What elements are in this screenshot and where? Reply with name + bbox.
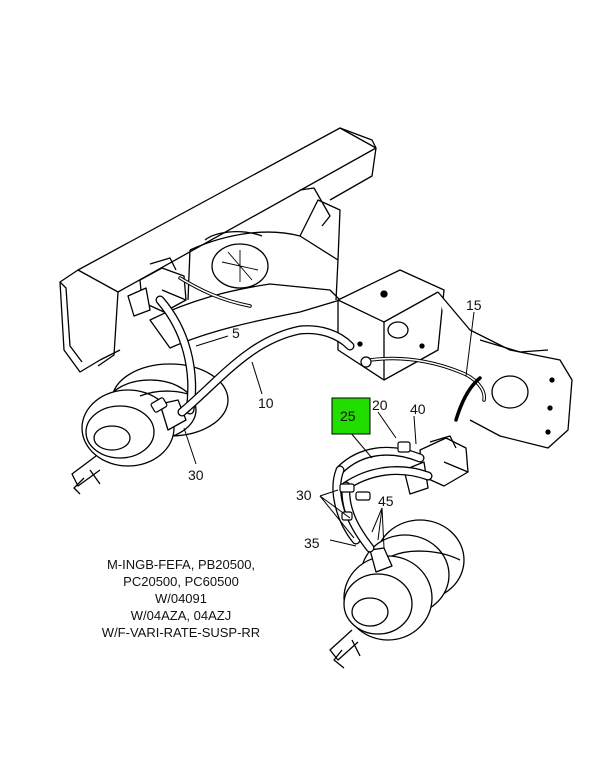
hose-clamps	[150, 356, 411, 521]
callout-5: 5	[232, 325, 240, 341]
callout-45: 45	[378, 493, 394, 509]
leader-lines	[183, 311, 475, 549]
note-line-4: W/04AZA, 04AZJ	[130, 608, 232, 623]
applicability-note: M-INGB-FEFA, PB20500, PC20500, PC60500 W…	[86, 556, 276, 641]
right-brake-chamber	[329, 519, 465, 669]
right-valve	[403, 435, 469, 495]
callout-20: 20	[372, 397, 388, 413]
note-line-1: M-INGB-FEFA, PB20500,	[106, 557, 256, 572]
hose-lines	[155, 276, 486, 553]
callout-15: 15	[466, 297, 482, 313]
callout-30-right: 30	[296, 487, 312, 503]
note-line-2: PC20500, PC60500	[123, 574, 239, 589]
highlight-box	[331, 397, 371, 435]
callout-25: 25	[340, 408, 356, 424]
note-line-3: W/04091	[154, 591, 208, 606]
frame-rail	[59, 127, 377, 373]
left-brake-chamber	[71, 363, 229, 495]
left-valve	[127, 257, 187, 317]
note-line-5: W/F-VARI-RATE-SUSP-RR	[101, 625, 261, 640]
callout-40: 40	[410, 401, 426, 417]
callout-10: 10	[258, 395, 274, 411]
callout-35: 35	[304, 535, 320, 551]
callout-30-left: 30	[188, 467, 204, 483]
